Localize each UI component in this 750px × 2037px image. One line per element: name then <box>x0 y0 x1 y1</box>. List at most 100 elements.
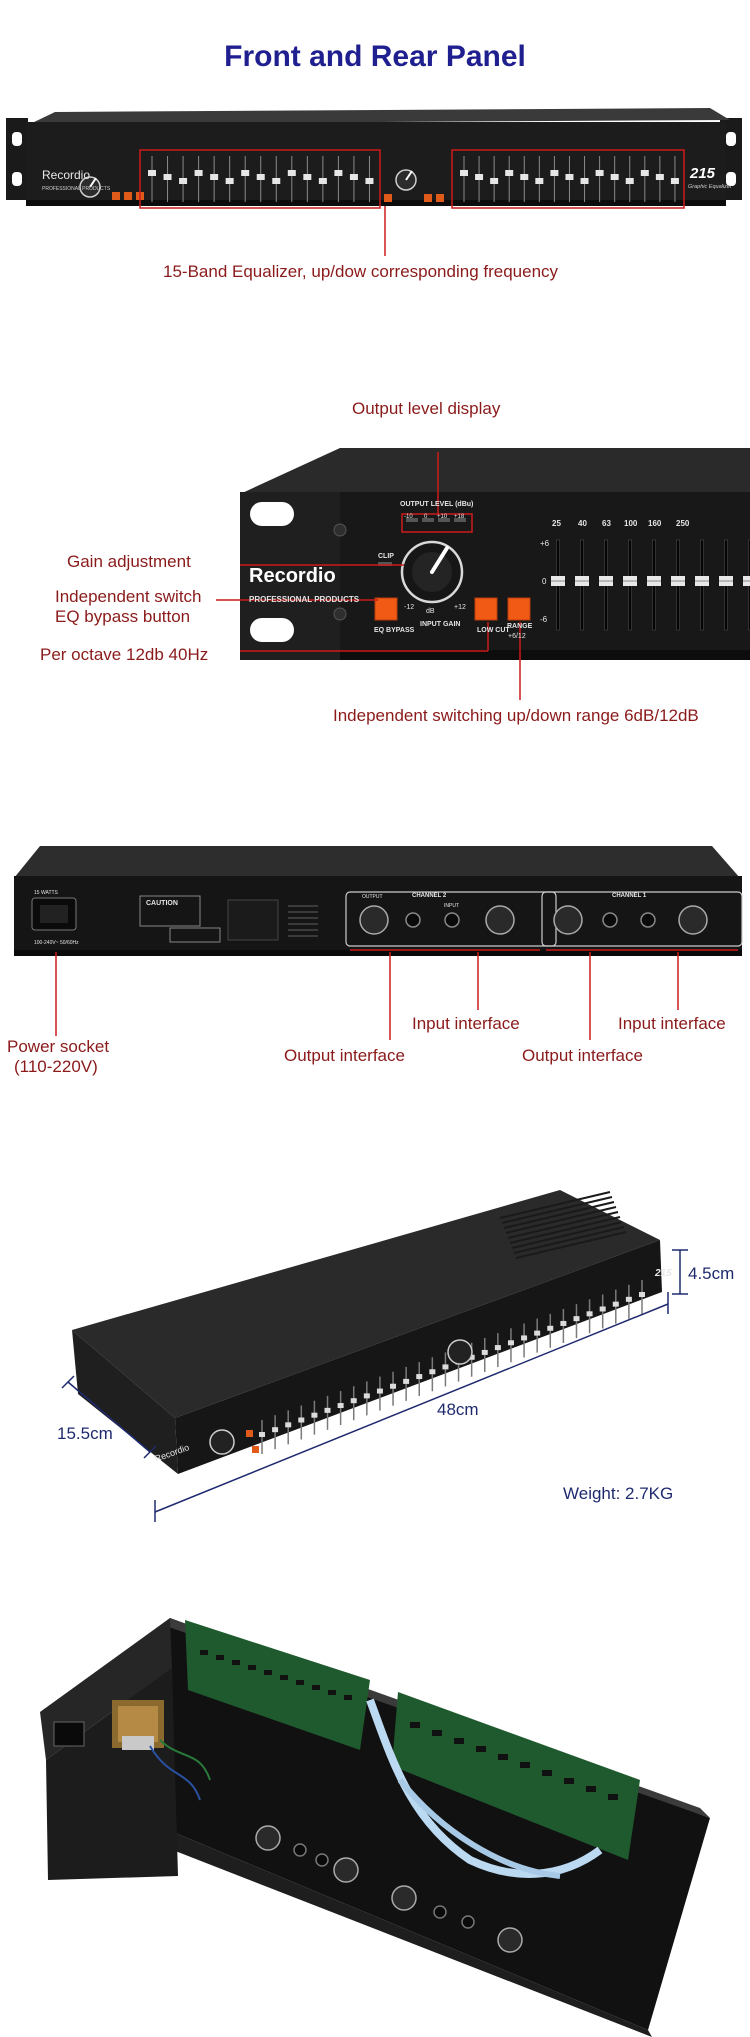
eq-bypass-button <box>374 597 398 621</box>
eq-fader <box>318 178 327 184</box>
jack-output-1 <box>602 912 618 928</box>
meter-highlight <box>401 513 473 533</box>
eq-fader <box>640 170 649 176</box>
callout-switch-line1: Independent switch <box>55 587 202 606</box>
rear-panel-photo: CAUTION 15 WATTS 100-240V~ 50/60Hz CHANN… <box>14 846 743 1040</box>
range-label: RANGE <box>507 623 533 630</box>
meter-tick: -10 <box>404 514 413 520</box>
pcb-board-2 <box>392 1692 640 1860</box>
xlr-output-1 <box>553 905 583 935</box>
range-value: +6/12 <box>508 633 526 640</box>
eq-fader <box>535 178 544 184</box>
callout-gain: Gain adjustment <box>67 552 191 571</box>
rack-hole <box>250 502 294 526</box>
callout-input-2: Input interface <box>618 1014 726 1033</box>
callout-switch-line2: EQ bypass button <box>55 607 191 626</box>
eq-fader <box>580 178 589 184</box>
scale-minus: -6 <box>540 615 548 624</box>
pcb-board-1 <box>185 1620 370 1750</box>
detail-panel-photo: OUTPUT LEVEL (dBu) -10 0 +10 +18 CLIP Re… <box>216 448 750 700</box>
front-eq-highlight-1 <box>139 149 381 209</box>
scale-zero: 0 <box>542 577 547 586</box>
eq-fader <box>163 174 172 180</box>
input-gain-label: INPUT GAIN <box>420 621 460 628</box>
gain-db: dB <box>426 608 435 615</box>
eq-fader <box>550 170 559 176</box>
eq-fader <box>505 170 514 176</box>
eq-fader <box>287 170 296 176</box>
eq-fader <box>210 174 219 180</box>
eq-fader <box>670 178 679 184</box>
jack-output-2 <box>405 912 421 928</box>
dim-depth: 15.5cm <box>57 1424 113 1443</box>
front-eq-highlight-2 <box>451 149 685 209</box>
eq-fader <box>349 174 358 180</box>
clip-label: CLIP <box>378 553 394 560</box>
voltage-label: 100-240V~ 50/60Hz <box>34 940 79 946</box>
eq-fader <box>565 174 574 180</box>
low-cut-button <box>474 597 498 621</box>
meter-tick: +10 <box>437 514 448 520</box>
dimensions-photo: 215 Recordio <box>61 1190 688 1522</box>
channel-1-box <box>541 891 743 947</box>
xlr-input-1 <box>678 905 708 935</box>
jack-input-1 <box>640 912 656 928</box>
eq-fader <box>303 174 312 180</box>
channel-2-label: CHANNEL 2 <box>412 893 447 899</box>
front-panel-photo: Recordio PROFESSIONAL PRODUCTS 215 Graph… <box>6 108 742 256</box>
dim-width: 48cm <box>437 1400 479 1419</box>
callout-range: Independent switching up/down range 6dB/… <box>333 706 699 725</box>
eq-bypass-label: EQ BYPASS <box>374 627 415 634</box>
front-caption: 15-Band Equalizer, up/dow corresponding … <box>163 262 559 281</box>
callout-power-line1: Power socket <box>7 1037 110 1056</box>
callout-output-level: Output level display <box>352 399 501 418</box>
freq-label: 160 <box>648 519 662 528</box>
front-brand: Recordio <box>42 168 90 182</box>
ribbon-cable <box>366 1698 603 1878</box>
detail-brand: Recordio <box>249 565 336 587</box>
output-level-label: OUTPUT LEVEL (dBu) <box>400 501 473 508</box>
eq-fader <box>272 178 281 184</box>
jack-input-2 <box>444 912 460 928</box>
eq-fader <box>256 174 265 180</box>
freq-label: 100 <box>624 519 638 528</box>
eq-fader <box>655 174 664 180</box>
callout-input-1: Input interface <box>412 1014 520 1033</box>
eq-fader <box>490 178 499 184</box>
front-button <box>124 192 132 200</box>
dim-height: 4.5cm <box>688 1264 735 1283</box>
page-title: Front and Rear Panel <box>224 40 526 73</box>
eq-fader <box>475 174 484 180</box>
freq-label: 250 <box>676 519 690 528</box>
callout-power-line2: (110-220V) <box>14 1057 98 1076</box>
eq-fader <box>179 178 188 184</box>
front-model-sub: Graphic Equalizer <box>688 184 733 190</box>
freq-label: 25 <box>552 519 561 528</box>
dims-model: 215 <box>654 1268 672 1279</box>
eq-fader <box>225 178 234 184</box>
gain-max: +12 <box>454 604 466 611</box>
rear-input-label: INPUT <box>444 903 459 909</box>
weight-label: Weight: 2.7KG <box>563 1484 674 1503</box>
meter-tick: +18 <box>454 514 465 520</box>
channel-1-label: CHANNEL 1 <box>612 893 647 899</box>
eq-fader <box>365 178 374 184</box>
callout-output-2: Output interface <box>522 1046 643 1065</box>
detail-brand-sub: PROFESSIONAL PRODUCTS <box>249 595 360 604</box>
xlr-output-2 <box>359 905 389 935</box>
front-brand-sub: PROFESSIONAL PRODUCTS <box>42 186 111 192</box>
eq-fader <box>625 178 634 184</box>
low-cut-label: LOW CUT <box>477 627 510 634</box>
freq-label: 63 <box>602 519 611 528</box>
eq-fader <box>241 170 250 176</box>
xlr-input-2 <box>485 905 515 935</box>
caution-label: CAUTION <box>146 900 178 907</box>
meter-tick: 0 <box>424 514 428 520</box>
front-model: 215 <box>689 165 716 182</box>
gain-min: -12 <box>404 604 414 611</box>
power-label: 15 WATTS <box>34 890 59 896</box>
eq-fader <box>334 170 343 176</box>
rear-output-label: OUTPUT <box>362 894 383 900</box>
eq-fader <box>595 170 604 176</box>
